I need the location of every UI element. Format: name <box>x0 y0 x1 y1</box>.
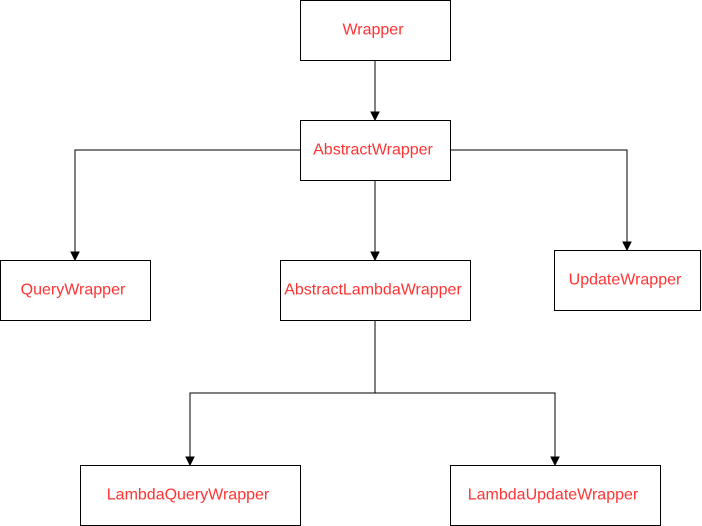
node-wrapper-box <box>300 0 451 61</box>
edge-abstract-wrapper-to-update-wrapper <box>450 149 632 252</box>
edges <box>70 60 632 467</box>
node-abstract-wrapper: AbstractWrapper <box>300 120 451 181</box>
node-update-wrapper: UpdateWrapper <box>554 250 701 311</box>
node-lambda-update-wrapper-box <box>450 465 661 526</box>
node-lambda-update-wrapper: LambdaUpdateWrapper <box>450 465 661 526</box>
edge-abstract-wrapper-to-query-wrapper <box>70 149 300 262</box>
node-update-wrapper-box <box>554 250 701 311</box>
node-update-wrapper-label: UpdateWrapper <box>569 272 682 289</box>
node-lambda-query-wrapper-label: LambdaQueryWrapper <box>107 487 270 504</box>
node-abstract-lambda-wrapper: AbstractLambdaWrapper <box>280 260 471 321</box>
node-wrapper: Wrapper <box>300 0 451 61</box>
node-abstract-lambda-wrapper-label: AbstractLambdaWrapper <box>284 282 462 299</box>
node-abstract-lambda-wrapper-box <box>280 260 471 321</box>
edge-abstract-lambda-wrapper-to-lambda-query-wrapper <box>185 320 376 467</box>
edge-wrapper-to-abstract-wrapper <box>370 60 380 122</box>
node-lambda-query-wrapper-box <box>80 465 301 526</box>
node-query-wrapper-box <box>0 260 151 321</box>
edge-abstract-lambda-wrapper-to-lambda-update-wrapper <box>375 392 560 467</box>
node-query-wrapper: QueryWrapper <box>0 260 151 321</box>
edge-abstract-wrapper-to-abstract-lambda-wrapper <box>370 180 380 262</box>
node-lambda-update-wrapper-label: LambdaUpdateWrapper <box>468 487 639 504</box>
node-lambda-query-wrapper: LambdaQueryWrapper <box>80 465 301 526</box>
node-abstract-wrapper-label: AbstractWrapper <box>313 142 433 159</box>
node-wrapper-label: Wrapper <box>342 22 404 39</box>
node-abstract-wrapper-box <box>300 120 451 181</box>
node-query-wrapper-label: QueryWrapper <box>21 282 126 299</box>
